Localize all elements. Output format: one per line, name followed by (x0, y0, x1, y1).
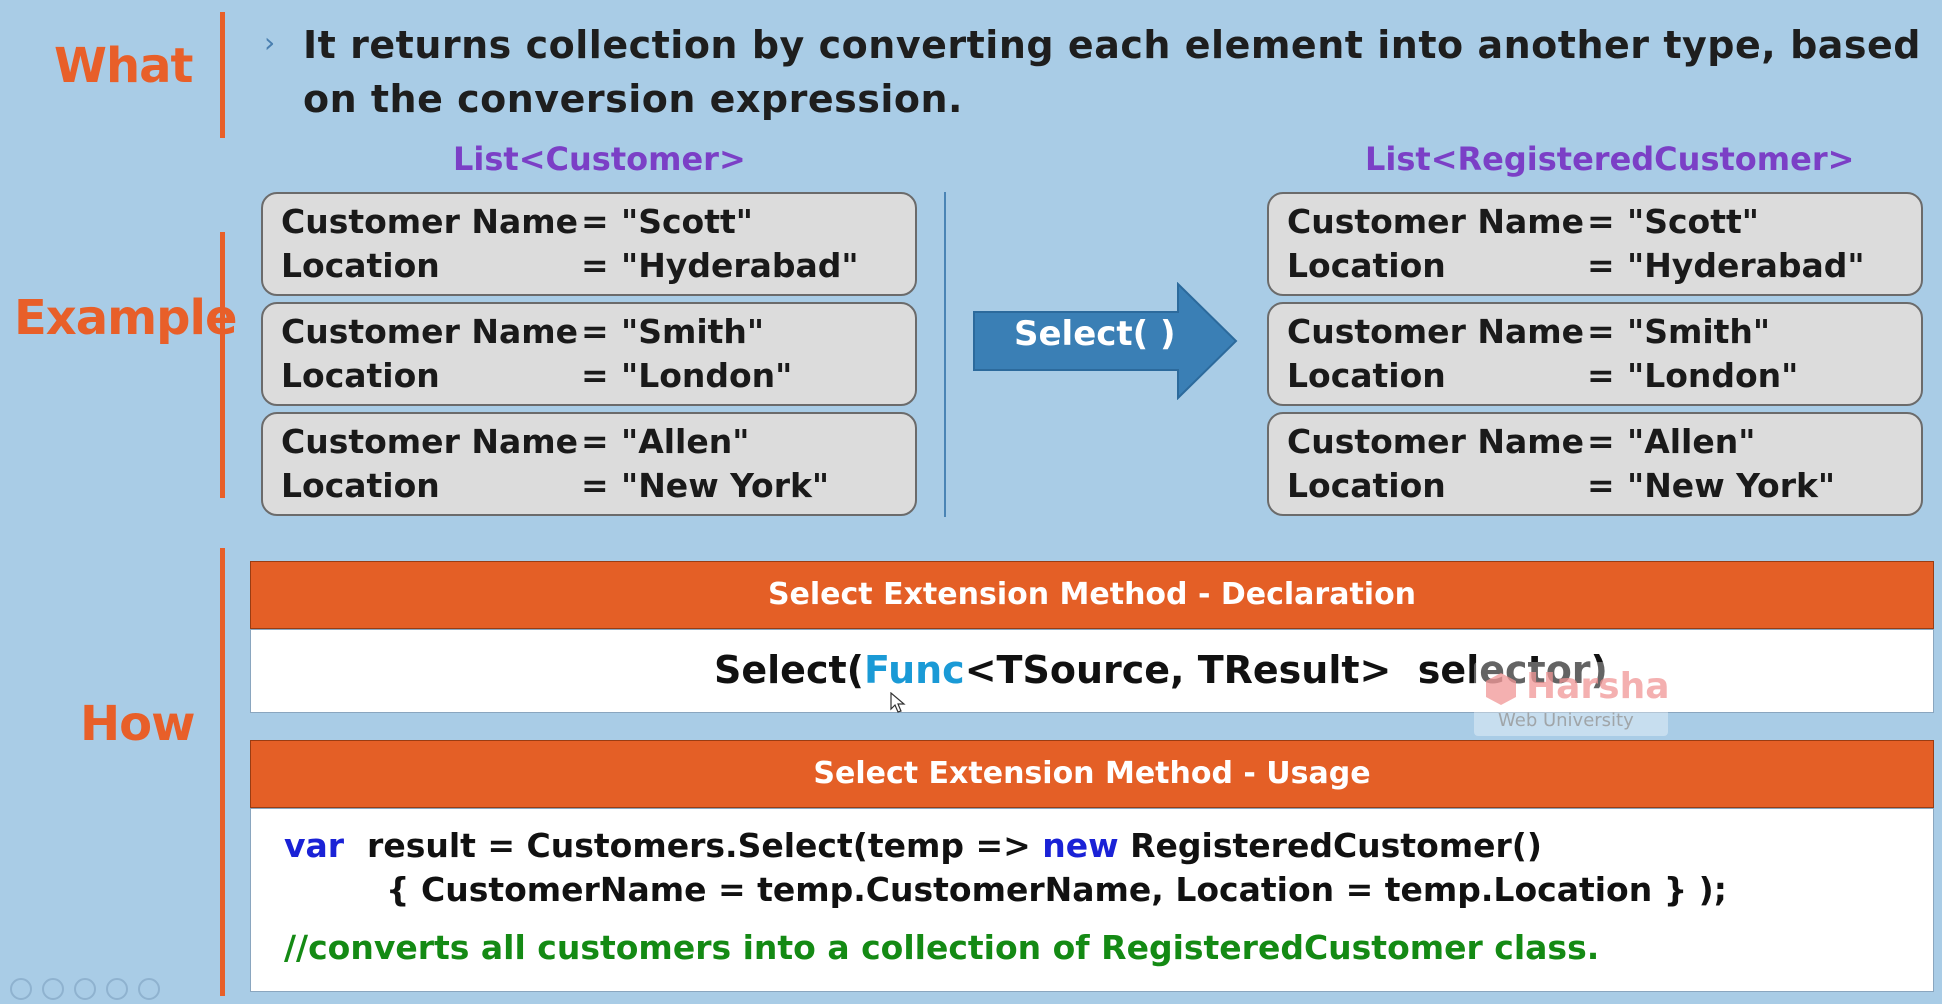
slide-zoom-icon[interactable] (106, 978, 128, 1000)
field-key: Location (281, 356, 440, 395)
declaration-prefix: Select( (714, 648, 864, 692)
section-divider-example (220, 232, 225, 498)
section-label-how: How (80, 696, 195, 752)
declaration-suffix: <TSource, TResult> selector) (964, 648, 1608, 692)
field-value: "Smith" (621, 312, 765, 351)
right-list-title: List<RegisteredCustomer> (1365, 140, 1855, 178)
field-value: "Hyderabad" (1627, 246, 1865, 285)
right-customer-card: Customer Name= "Scott" Location = "Hyderaba… (1267, 192, 1923, 296)
section-divider-what (220, 12, 225, 138)
field-value: "Scott" (1627, 202, 1759, 241)
what-description: It returns collection by converting each… (303, 23, 1921, 121)
field-key: Customer Name (281, 202, 578, 241)
usage-body (250, 808, 1934, 992)
slide-grid-icon[interactable] (74, 978, 96, 1000)
field-key: Location (281, 246, 440, 285)
field-value: "Smith" (1627, 312, 1771, 351)
field-value: "London" (1627, 356, 1799, 395)
field-key: Customer Name (281, 422, 578, 461)
watermark-subtitle: Web University (1498, 710, 1634, 731)
field-value: "Allen" (1627, 422, 1756, 461)
right-customer-card: Customer Name= "Smith" Location = "London" (1267, 302, 1923, 406)
slide-next-icon[interactable] (138, 978, 160, 1000)
equals-sign: = (1587, 422, 1615, 461)
keyword-new: new (1042, 826, 1119, 865)
field-key: Location (281, 466, 440, 505)
section-label-what: What (54, 38, 193, 94)
field-value: "Scott" (621, 202, 753, 241)
harsha-logo-icon (1486, 673, 1516, 705)
usage-code-line-1: var result = Customers.Select(temp => ne… (284, 826, 1542, 865)
equals-sign: = (1587, 202, 1615, 241)
left-customer-card: Customer Name= "Allen" Location = "New York… (261, 412, 917, 516)
bullet-chevron-icon: › (264, 26, 276, 59)
equals-sign: = (581, 466, 609, 505)
equals-sign: = (1587, 246, 1615, 285)
field-key: Customer Name (281, 312, 578, 351)
declaration-signature: Select(Func<TSource, TResult> selector) (714, 648, 1608, 692)
field-value: "London" (621, 356, 793, 395)
keyword-var: var (284, 826, 345, 865)
field-key: Location (1287, 466, 1446, 505)
mouse-cursor-icon (890, 692, 906, 713)
equals-sign: = (581, 312, 609, 351)
field-value: "Allen" (621, 422, 750, 461)
usage-code-line-2: { CustomerName = temp.CustomerName, Loca… (386, 870, 1727, 909)
field-key: Customer Name (1287, 422, 1584, 461)
code-text: RegisteredCustomer() (1118, 826, 1542, 865)
field-key: Location (1287, 356, 1446, 395)
watermark-logo: Harsha Web University (1474, 662, 1670, 736)
field-value: "New York" (621, 466, 830, 505)
field-value: "New York" (1627, 466, 1836, 505)
equals-sign: = (1587, 312, 1615, 351)
usage-header: Select Extension Method - Usage (250, 740, 1934, 808)
example-divider (944, 192, 946, 517)
field-key: Location (1287, 246, 1446, 285)
field-value: "Hyderabad" (621, 246, 859, 285)
equals-sign: = (581, 422, 609, 461)
slide-pen-icon[interactable] (42, 978, 64, 1000)
equals-sign: = (581, 356, 609, 395)
section-divider-how (220, 548, 225, 996)
watermark-title: Harsha (1526, 666, 1670, 707)
declaration-header: Select Extension Method - Declaration (250, 561, 1934, 629)
left-customer-card: Customer Name= "Smith" Location = "London" (261, 302, 917, 406)
code-text: result = Customers.Select(temp => (344, 826, 1043, 865)
usage-code-comment: //converts all customers into a collecti… (284, 928, 1600, 967)
declaration-func-keyword: Func (864, 648, 965, 692)
right-customer-card: Customer Name= "Allen" Location = "New York… (1267, 412, 1923, 516)
select-arrow-icon (973, 282, 1238, 400)
equals-sign: = (581, 202, 609, 241)
declaration-body (250, 629, 1934, 713)
slide-controls[interactable] (10, 978, 170, 1004)
field-key: Customer Name (1287, 312, 1584, 351)
left-list-title: List<Customer> (453, 140, 746, 178)
select-arrow-label: Select( ) (1014, 314, 1176, 354)
slide-prev-icon[interactable] (10, 978, 32, 1000)
equals-sign: = (1587, 466, 1615, 505)
section-label-example: Example (14, 290, 238, 346)
equals-sign: = (581, 246, 609, 285)
left-customer-card: Customer Name= "Scott" Location = "Hyderaba… (261, 192, 917, 296)
field-key: Customer Name (1287, 202, 1584, 241)
equals-sign: = (1587, 356, 1615, 395)
